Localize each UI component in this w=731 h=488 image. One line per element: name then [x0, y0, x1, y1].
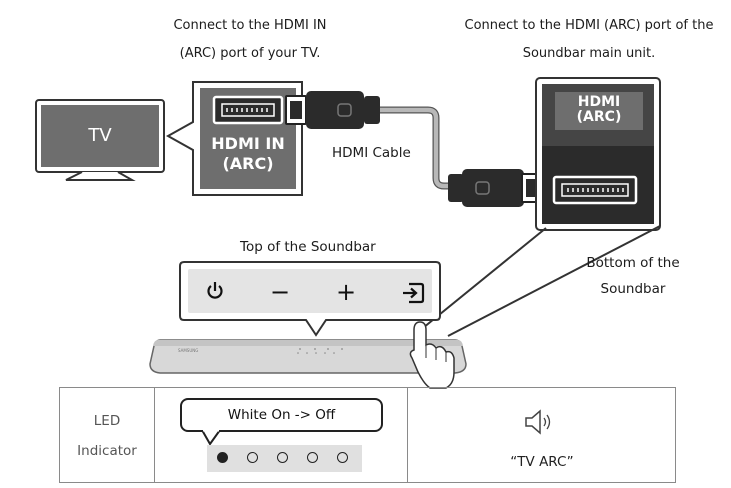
led-1	[217, 452, 228, 463]
soundbar-port-label-line2: (ARC)	[576, 109, 622, 125]
tv-connect-caption-line2: (ARC) port of your TV.	[179, 46, 321, 61]
tv-port-label-line2: (ARC)	[222, 154, 274, 173]
led-strip	[207, 445, 362, 472]
bottom-of-soundbar-label: Bottom of the Soundbar	[578, 250, 688, 302]
pointing-hand	[409, 321, 455, 389]
soundbar-top-panel	[179, 261, 441, 337]
hdmi-cable	[378, 106, 460, 190]
tv-port-label-line1: HDMI IN	[211, 134, 285, 153]
tv-port-panel	[165, 81, 303, 196]
led-3	[277, 452, 288, 463]
tv-connect-caption: Connect to the HDMI IN (ARC) port of you…	[140, 12, 360, 68]
speaker-announcement: “TV ARC”	[510, 454, 574, 470]
led-5	[337, 452, 348, 463]
power-icon	[207, 282, 223, 299]
soundbar-connect-caption: Connect to the HDMI (ARC) port of the So…	[440, 12, 731, 68]
volume-down-button[interactable]: −	[269, 278, 291, 306]
bottom-of-soundbar-line1: Bottom of the	[586, 255, 680, 271]
soundbar-port-panel	[535, 77, 661, 231]
cable-label: HDMI Cable	[332, 145, 411, 161]
svg-text:SAMSUNG: SAMSUNG	[178, 348, 198, 353]
led-header-line1: LED	[93, 413, 121, 429]
led-header-cell: LED Indicator	[60, 388, 155, 482]
volume-up-button[interactable]: +	[335, 278, 357, 306]
led-status-text: White On -> Off	[227, 407, 336, 423]
led-status-bubble: White On -> Off	[180, 398, 383, 432]
soundbar-port-label: HDMI (ARC)	[555, 95, 643, 125]
top-of-soundbar-label: Top of the Soundbar	[240, 239, 376, 255]
led-indicator-table: LED Indicator White On -> Off “TV ARC”	[59, 387, 676, 483]
tv-connect-caption-line1: Connect to the HDMI IN	[173, 18, 327, 33]
led-4	[307, 452, 318, 463]
soundbar-connect-caption-line2: Soundbar main unit.	[522, 46, 656, 61]
tv-illustration	[35, 99, 165, 181]
led-header-line2: Indicator	[77, 443, 137, 459]
bottom-of-soundbar-line2: Soundbar	[600, 281, 666, 297]
power-button[interactable]	[202, 280, 228, 306]
tv-port-label: HDMI IN (ARC)	[200, 134, 296, 174]
source-button[interactable]	[400, 281, 426, 307]
table-divider	[407, 388, 408, 482]
soundbar-port-label-line1: HDMI	[577, 94, 621, 110]
source-icon	[403, 282, 425, 304]
tv-label: TV	[88, 125, 112, 146]
hdmi-plug-soundbar	[448, 169, 543, 207]
bubble-tail	[201, 430, 221, 446]
soundbar-connect-caption-line1: Connect to the HDMI (ARC) port of the	[464, 18, 714, 33]
soundbar-body: SAMSUNG	[149, 339, 467, 374]
speaker-icon	[525, 409, 551, 435]
hdmi-plug-tv	[285, 91, 380, 129]
led-2	[247, 452, 258, 463]
